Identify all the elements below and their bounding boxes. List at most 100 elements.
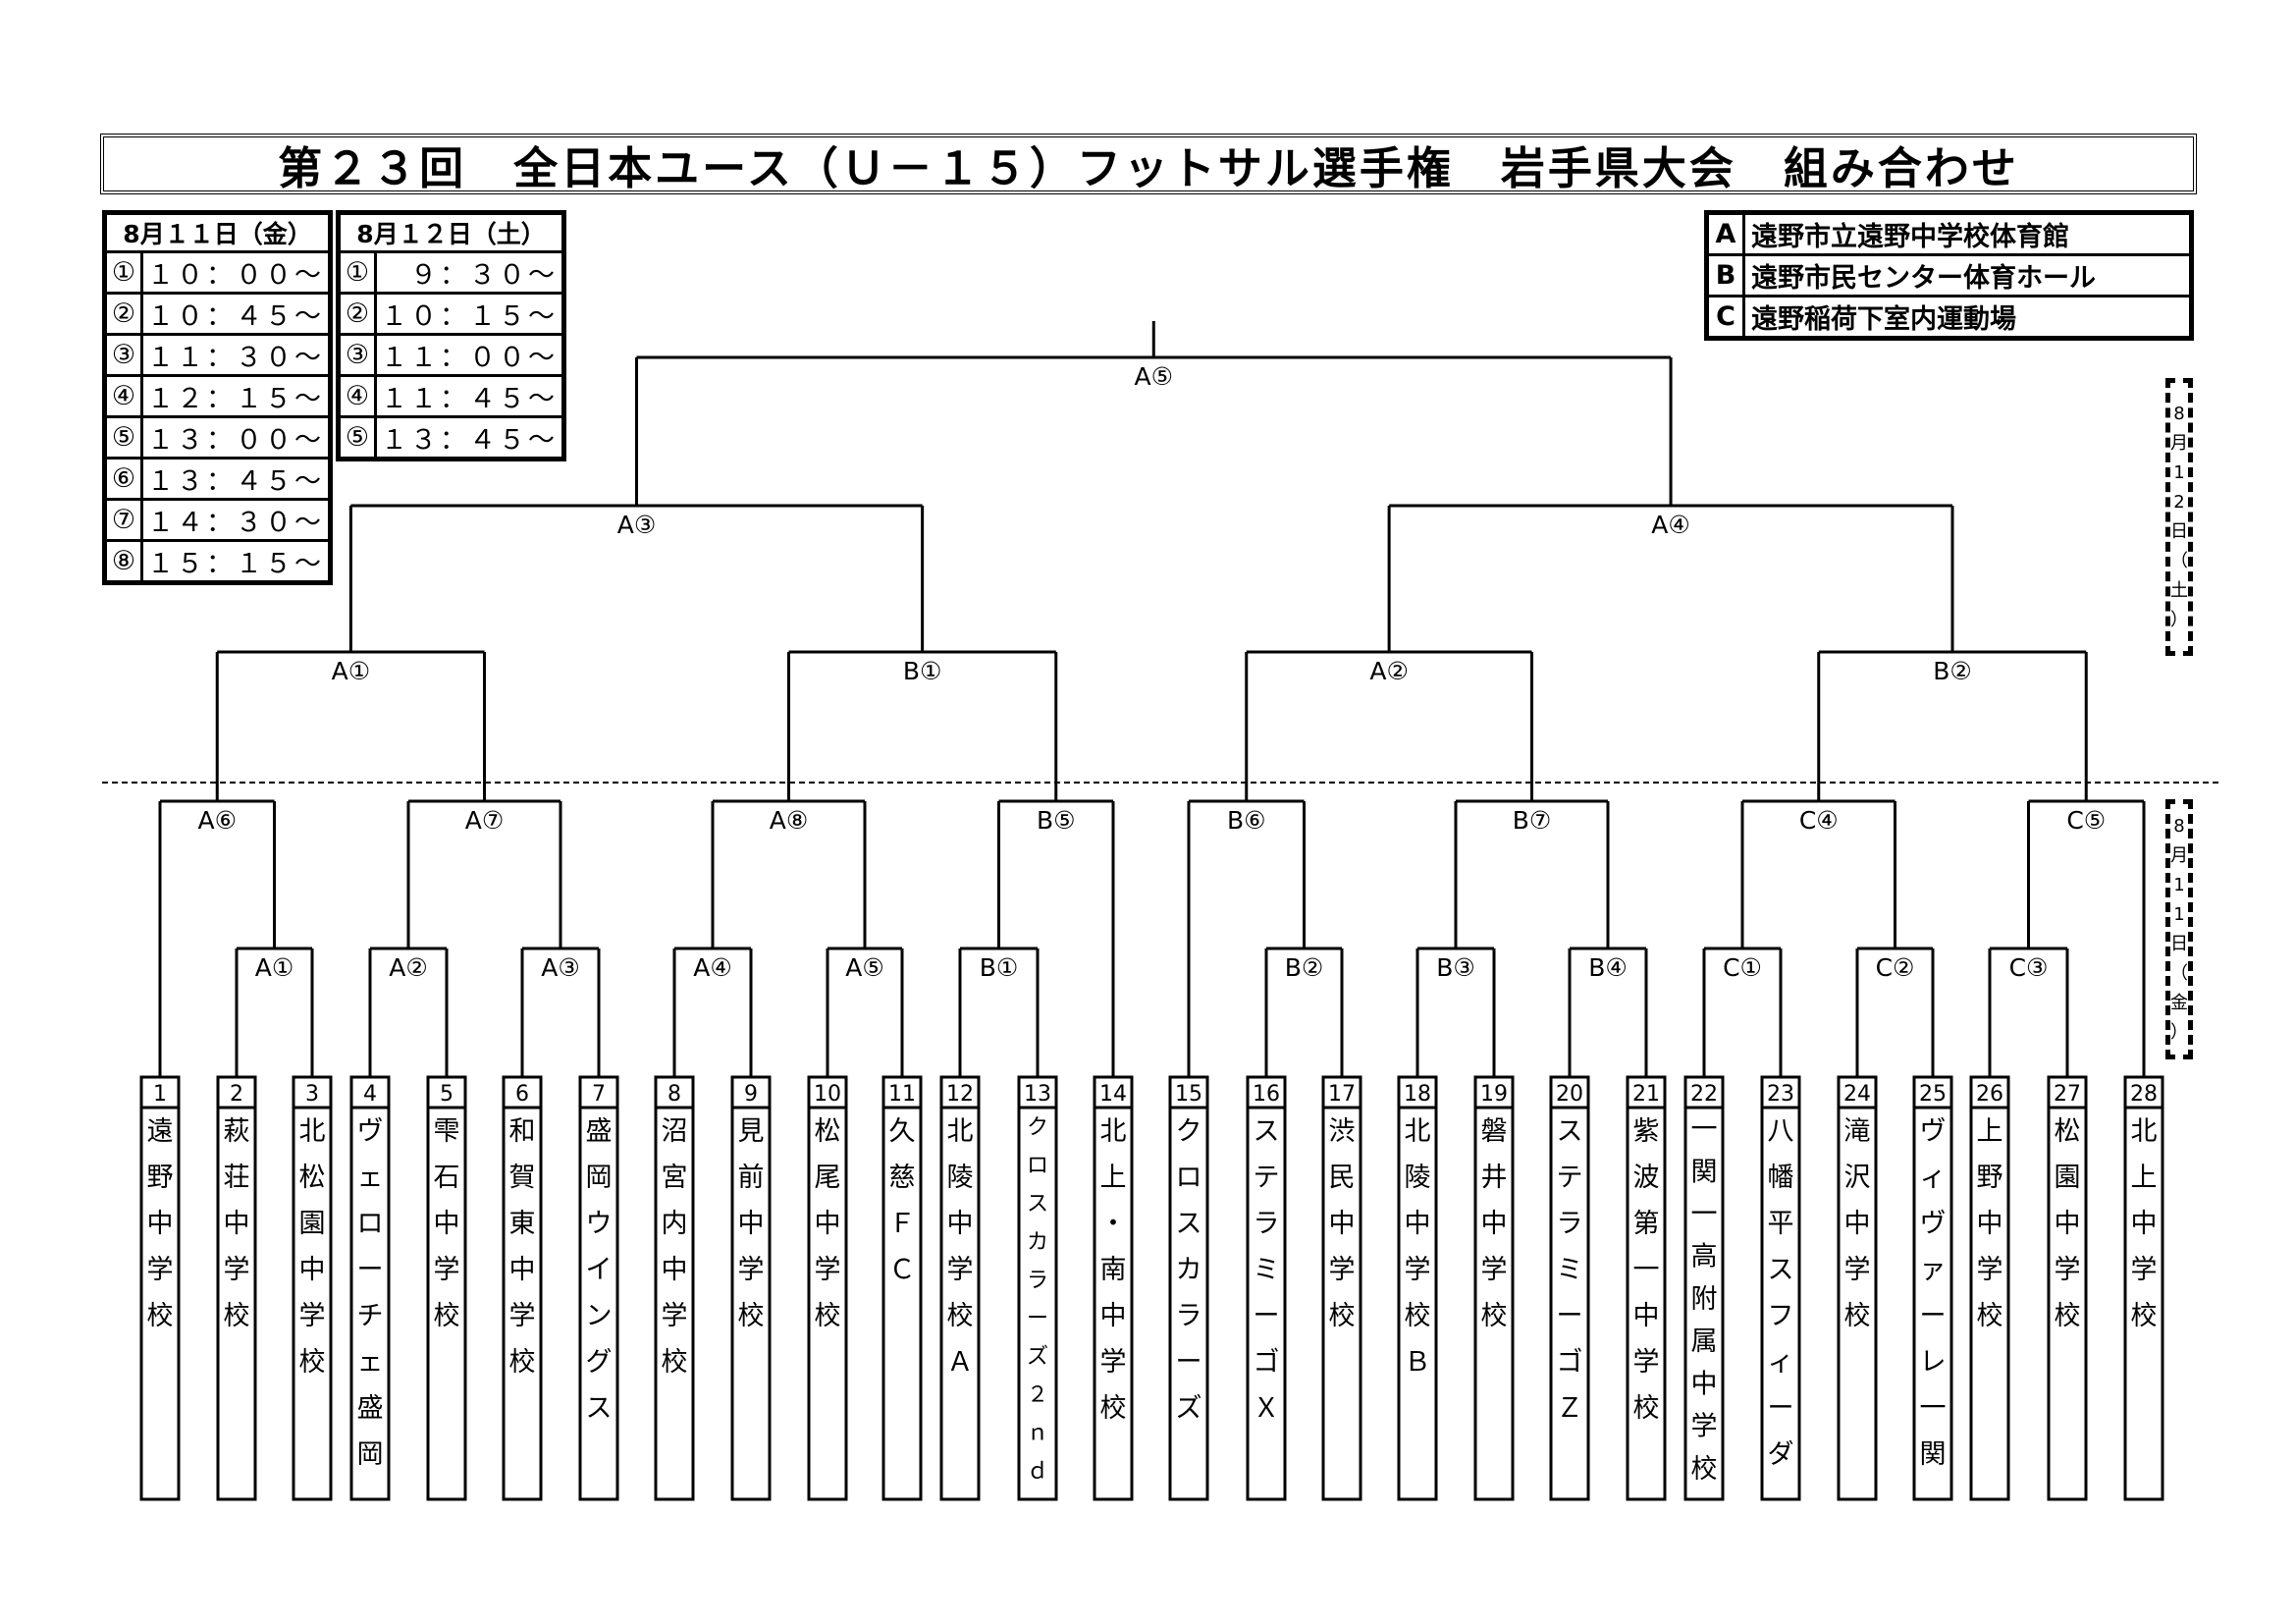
team-name-char: 盛 <box>586 1116 613 1147</box>
team-name-char: チ <box>357 1301 384 1331</box>
team-name-char: 一 <box>1633 1255 1660 1285</box>
venue-name: 遠野市立遠野中学校体育館 <box>1742 211 2193 256</box>
slot-time: １３：００～ <box>140 415 332 460</box>
team-name: 松尾中学校 <box>815 1116 841 1331</box>
team-name: 北上中学校 <box>2131 1116 2158 1331</box>
team-name-char: 陵 <box>947 1163 974 1193</box>
team-number: 3 <box>305 1082 319 1107</box>
team-name-char: ー <box>1027 1307 1048 1331</box>
team-name-char: 学 <box>1405 1255 1431 1285</box>
team-name-char: テ <box>1254 1163 1280 1193</box>
slot-number: ⑥ <box>103 457 143 501</box>
team-name-char: 上 <box>1100 1163 1127 1193</box>
team-name-char: 校 <box>1977 1301 2003 1331</box>
team-name-char: ェ <box>357 1163 384 1193</box>
day-label-aug12: 8 月 1 2 日 （ 土 ） <box>2165 378 2193 656</box>
team-number: 17 <box>1328 1082 1356 1107</box>
day-label-char: 1 <box>2173 461 2185 483</box>
team-name: 雫石中学校 <box>434 1116 460 1331</box>
team-name-char: 松 <box>2055 1116 2081 1147</box>
team-name-char: 校 <box>1329 1301 1356 1331</box>
match-label-round1: B④ <box>1588 953 1628 982</box>
team-number: 26 <box>1976 1082 2003 1107</box>
team-name-char: 岡 <box>357 1439 384 1470</box>
team-name: クロスカラーズ２ｎｄ <box>1027 1115 1048 1484</box>
team-name-char: ミ <box>1557 1255 1583 1285</box>
team-name-char: 松 <box>815 1116 841 1147</box>
day-label-char: ） <box>2170 609 2188 630</box>
day-label-char: 8 <box>2173 815 2185 837</box>
team-name-char: 遠 <box>147 1116 174 1147</box>
match-label-round2: A⑥ <box>197 806 237 835</box>
team-name-char: 校 <box>299 1347 326 1378</box>
team-name-char: 校 <box>2055 1301 2081 1331</box>
team-name-char: 学 <box>1481 1255 1508 1285</box>
team-name: 磐井中学校 <box>1481 1116 1508 1331</box>
team-box <box>1549 1075 1590 1501</box>
team-name-char: 荘 <box>224 1163 250 1193</box>
slot-number: ④ <box>103 374 143 418</box>
team-number: 1 <box>153 1082 167 1107</box>
team-name-char: 学 <box>662 1301 688 1331</box>
team-name-char: Ｂ <box>1405 1347 1431 1378</box>
match-label-final: A⑤ <box>1135 362 1174 391</box>
slot-number: ② <box>337 292 377 336</box>
team-name-char: 渋 <box>1329 1116 1356 1147</box>
team-name: 一関一高附属中学校 <box>1691 1114 1718 1485</box>
team-name-char: 一 <box>1691 1200 1718 1230</box>
slot-number: ② <box>103 292 143 336</box>
match-label-round2: A⑧ <box>770 806 809 835</box>
team-name-char: 宮 <box>662 1163 688 1193</box>
team-name-char: 校 <box>662 1347 688 1378</box>
venue-name: 遠野市民センター体育ホール <box>1742 253 2193 298</box>
team-name-char: 校 <box>947 1301 974 1331</box>
team-number: 20 <box>1556 1082 1583 1107</box>
team-number: 13 <box>1024 1082 1051 1107</box>
match-label-round1: C② <box>1876 953 1915 982</box>
team-name-char: 松 <box>299 1163 326 1193</box>
team-name: 和賀東中学校 <box>509 1116 536 1378</box>
team-name-char: 東 <box>509 1209 536 1239</box>
team-name-char: ー <box>1768 1393 1794 1424</box>
team-name-char: 学 <box>2055 1255 2081 1285</box>
team-name-char: 上 <box>1977 1116 2003 1147</box>
team-name-char: 校 <box>1844 1301 1871 1331</box>
team-box <box>2047 1075 2088 1501</box>
team-name-char: 学 <box>509 1301 536 1331</box>
team-name-char: ウ <box>586 1209 613 1239</box>
match-label-quarterfinal: B② <box>1933 657 1972 685</box>
match-label-round1: C③ <box>2009 953 2049 982</box>
team-name-char: 北 <box>299 1116 326 1147</box>
team-name-char: 幡 <box>1768 1163 1794 1193</box>
day-label-char: 金 <box>2170 992 2188 1013</box>
team-box <box>1683 1075 1725 1501</box>
team-name-char: 中 <box>2131 1209 2158 1239</box>
team-name: 見前中学校 <box>738 1116 765 1331</box>
team-name-char: 学 <box>1329 1255 1356 1285</box>
slot-time: ９：３０～ <box>374 250 565 295</box>
team-name: 盛岡ウイングス <box>586 1116 613 1424</box>
team-name-char: 学 <box>2131 1255 2158 1285</box>
match-label-semifinal: A④ <box>1651 511 1690 539</box>
slot-time: １０：４５～ <box>140 292 332 336</box>
match-label-round1: B③ <box>1436 953 1475 982</box>
team-name-char: 学 <box>738 1255 765 1285</box>
team-name-char: 上 <box>2131 1163 2158 1193</box>
team-number: 25 <box>1919 1082 1947 1107</box>
match-label-round2: B⑥ <box>1227 806 1266 835</box>
team-name-char: 校 <box>1100 1393 1127 1424</box>
team-name-char: ラ <box>1557 1209 1583 1239</box>
team-name-char: 中 <box>1691 1369 1718 1399</box>
team-name-char: 一 <box>1691 1114 1718 1145</box>
team-name-char: 中 <box>947 1209 974 1239</box>
team-name-char: 高 <box>1691 1242 1718 1272</box>
team-name-char: ヴ <box>1920 1209 1947 1239</box>
schedule-day2-header: 8月１２日（土） <box>337 211 565 253</box>
team-name-char: 中 <box>224 1209 250 1239</box>
slot-time: １５：１５～ <box>140 539 332 584</box>
team-name-char: ス <box>1027 1192 1048 1217</box>
slot-time: １３：４５～ <box>374 415 565 460</box>
team-box <box>1473 1075 1515 1501</box>
team-name-char: ラ <box>1027 1269 1048 1293</box>
